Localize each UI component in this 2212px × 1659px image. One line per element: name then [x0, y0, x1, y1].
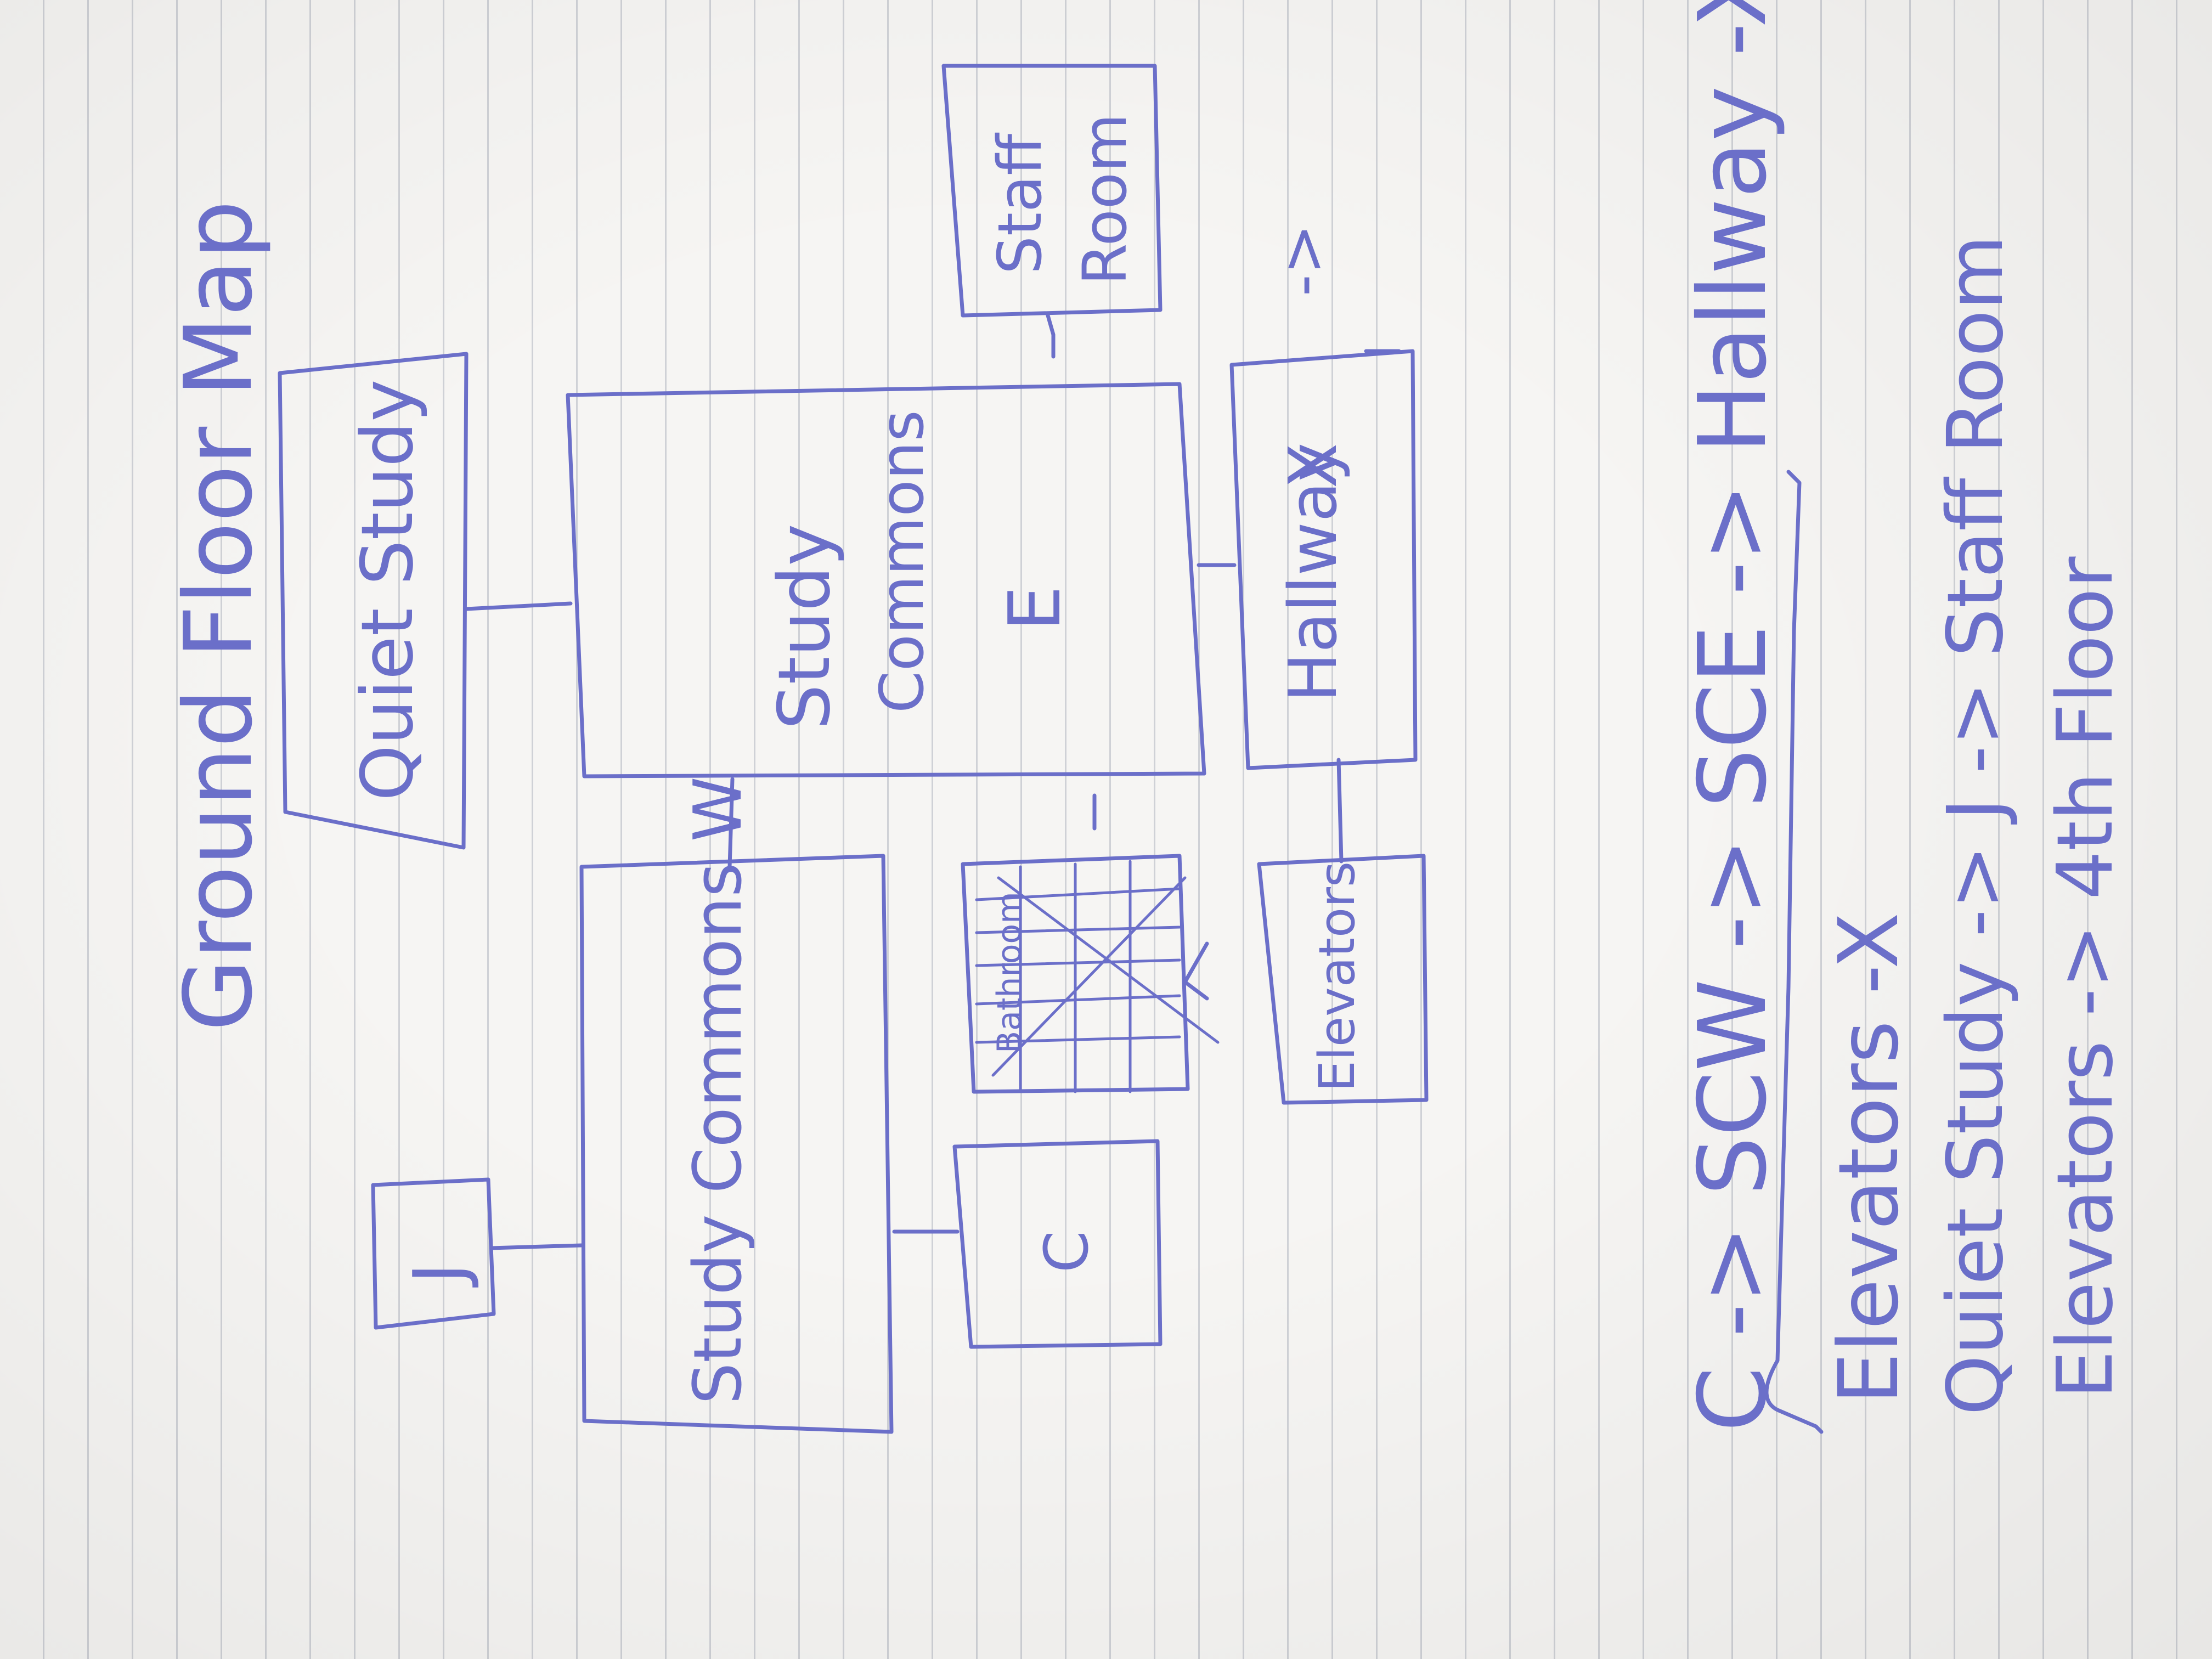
- hallway-x-mark: X: [1276, 443, 1352, 488]
- elevators-box: [1257, 854, 1429, 1105]
- staff-room-label-2: Room: [1070, 113, 1140, 285]
- j-room-box: [371, 1177, 496, 1330]
- study-commons-e-letter: E: [993, 585, 1076, 631]
- route-branch-2: Quiet Study -> J -> Staff Room: [1931, 235, 2021, 1415]
- route-flow-line: [1764, 470, 1824, 1434]
- study-commons-e-box: [566, 382, 1206, 778]
- route-branch-3: Elevators -> 4th Floor: [2041, 556, 2130, 1400]
- connector-hallway-elev: [1336, 758, 1344, 864]
- staff-room-box: [941, 64, 1163, 318]
- study-commons-w-box: [579, 854, 894, 1434]
- study-commons-e-label-1: Study: [763, 523, 846, 730]
- connector-scw-sce: [727, 777, 735, 869]
- connector-j-scw: [489, 1243, 584, 1250]
- bathroom-box: [961, 854, 1190, 1094]
- route-main: C -> SCW -> SCE -> Hallway -X: [1679, 0, 1787, 1432]
- elevators-label: Elevators: [1308, 861, 1366, 1092]
- connector-quiet-sce: [464, 601, 573, 611]
- study-commons-w-label: Study Commons W: [680, 776, 757, 1404]
- c-room-label: C: [1031, 1231, 1102, 1273]
- c-room-box: [952, 1139, 1163, 1349]
- bathroom-crossout: [975, 860, 1220, 1093]
- study-commons-e-label-2: Commons: [867, 410, 937, 713]
- hallway-box: [1229, 349, 1418, 770]
- staff-room-label-1: Staff: [985, 133, 1055, 274]
- bath-arrow: [1183, 941, 1209, 1001]
- route-branch-1: Elevators -X: [1821, 912, 1917, 1404]
- quiet-study-box: [278, 352, 469, 850]
- page-title: Ground Floor Map: [165, 200, 273, 1031]
- j-room-label: J: [398, 1262, 481, 1284]
- bathroom-label: Bathroom: [990, 891, 1029, 1053]
- connector-sce-staff: [1046, 313, 1056, 359]
- quiet-study-label: Quiet Study: [346, 379, 429, 801]
- hallway-arrow-label: ->: [1267, 224, 1338, 296]
